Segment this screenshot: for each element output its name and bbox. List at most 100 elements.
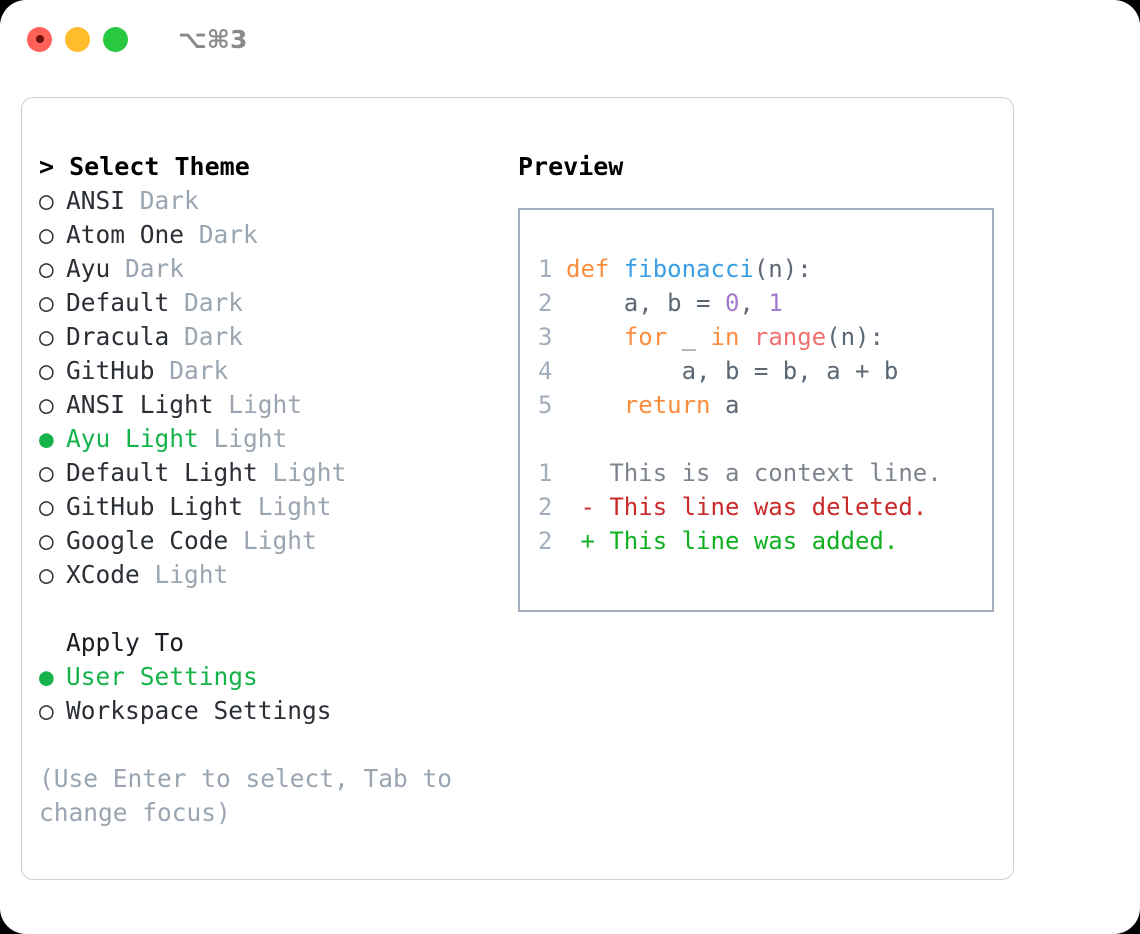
theme-kind: Dark xyxy=(169,356,229,385)
line-number: 5 xyxy=(538,391,553,419)
theme-name: XCode xyxy=(66,560,140,589)
list-spacer xyxy=(39,592,504,626)
theme-option[interactable]: ○Default Light Light xyxy=(39,456,504,490)
code-token: a xyxy=(710,391,740,419)
theme-name: Atom One xyxy=(66,220,185,249)
code-token: 1 xyxy=(768,289,783,317)
theme-kind: Light xyxy=(228,390,303,419)
code-token: fibonacci xyxy=(623,255,754,283)
code-line: 2 a, b = 0, 1 xyxy=(538,286,992,320)
apply-to-label: User Settings xyxy=(66,662,258,691)
theme-option[interactable]: ○Ayu Dark xyxy=(39,252,504,286)
theme-kind: Light xyxy=(213,424,288,453)
apply-to-list: ● User Settings ○Workspace Settings xyxy=(39,660,504,728)
radio-unselected-icon: ○ xyxy=(39,254,54,283)
code-token: return xyxy=(623,391,711,419)
theme-name: ANSI Light xyxy=(66,390,214,419)
code-line: 5 return a xyxy=(538,388,992,422)
minimize-button[interactable] xyxy=(65,26,90,52)
diff-sample: 1 This is a context line. 2 - This line w… xyxy=(538,456,992,558)
theme-selector-column: > Select Theme ○ANSI Dark○Atom One Dark○… xyxy=(39,150,504,830)
theme-kind: Light xyxy=(257,492,332,521)
code-token: a, b = xyxy=(566,289,725,317)
code-token: for xyxy=(623,323,668,351)
close-button[interactable] xyxy=(27,26,52,52)
theme-option[interactable]: ○ GitHub Dark xyxy=(39,354,504,388)
diff-text: This is a context line. xyxy=(566,459,942,487)
theme-name: Google Code xyxy=(66,526,229,555)
theme-option[interactable]: ○GitHub Light Light xyxy=(39,490,504,524)
theme-option[interactable]: ○Google Code Light xyxy=(39,524,504,558)
theme-option[interactable]: ○Dracula Dark xyxy=(39,320,504,354)
theme-name: Default Light xyxy=(66,458,258,487)
code-token: _ xyxy=(667,323,711,351)
code-line: 4 a, b = b, a + b xyxy=(538,354,992,388)
theme-name: Ayu Light xyxy=(66,424,199,453)
theme-name: ANSI xyxy=(66,186,126,215)
line-number: 4 xyxy=(538,357,553,385)
theme-option[interactable]: ○Default Dark xyxy=(39,286,504,320)
radio-unselected-icon: ○ xyxy=(39,390,54,419)
radio-unselected-icon: ○ xyxy=(39,560,54,589)
theme-list: ○ANSI Dark○Atom One Dark○Ayu Dark○Defaul… xyxy=(39,184,504,592)
radio-unselected-icon: ○ xyxy=(39,356,54,385)
theme-name: GitHub Light xyxy=(66,492,244,521)
apply-to-option[interactable]: ● User Settings xyxy=(39,660,504,694)
theme-option[interactable]: ○ XCode Light xyxy=(39,558,504,592)
diff-spacer xyxy=(538,422,992,456)
spacer xyxy=(199,424,214,453)
theme-name: GitHub xyxy=(66,356,155,385)
code-token xyxy=(566,391,624,419)
apply-to-heading: Apply To xyxy=(66,628,185,657)
keyboard-shortcut-label: ⌥⌘3 xyxy=(178,24,248,54)
code-token: (n): xyxy=(753,255,812,283)
code-token: def xyxy=(566,255,624,283)
spacer xyxy=(243,492,258,521)
radio-unselected-icon: ○ xyxy=(39,220,54,249)
spacer xyxy=(214,390,229,419)
theme-option[interactable]: ● Ayu Light Light xyxy=(39,422,504,456)
code-line: 1 def fibonacci(n): xyxy=(538,252,992,286)
diff-text: + This line was added. xyxy=(566,527,899,555)
radio-unselected-icon: ○ xyxy=(39,186,54,215)
theme-name: Dracula xyxy=(66,322,170,351)
spacer xyxy=(125,186,140,215)
theme-kind: Dark xyxy=(198,220,258,249)
diff-line: 2 + This line was added. xyxy=(538,524,992,558)
spacer xyxy=(258,458,273,487)
radio-unselected-icon: ○ xyxy=(39,458,54,487)
theme-option[interactable]: ○ Atom One Dark xyxy=(39,218,504,252)
apply-to-label: Workspace Settings xyxy=(66,696,332,725)
traffic-lights xyxy=(27,26,128,52)
zoom-button[interactable] xyxy=(103,26,128,52)
diff-line: 1 This is a context line. xyxy=(538,456,992,490)
theme-kind: Light xyxy=(243,526,317,555)
preview-heading: Preview xyxy=(518,152,624,181)
code-token: range xyxy=(753,323,827,351)
keyboard-hint-text: (Use Enter to select, Tab to change focu… xyxy=(39,764,453,827)
theme-kind: Light xyxy=(154,560,229,589)
line-number: 1 xyxy=(538,255,553,283)
spacer xyxy=(169,288,184,317)
radio-selected-icon: ● xyxy=(39,662,54,691)
theme-kind: Dark xyxy=(184,288,244,317)
line-number: 2 xyxy=(538,289,553,317)
radio-selected-icon: ● xyxy=(39,424,54,453)
code-token xyxy=(566,323,624,351)
spacer xyxy=(155,356,170,385)
theme-option[interactable]: ○ ANSI Light Light xyxy=(39,388,504,422)
theme-name: Default xyxy=(66,288,170,317)
apply-to-option[interactable]: ○Workspace Settings xyxy=(39,694,504,728)
select-theme-label: Select Theme xyxy=(69,152,250,181)
diff-text: - This line was deleted. xyxy=(566,493,928,521)
code-token: in xyxy=(710,323,740,351)
theme-option[interactable]: ○ANSI Dark xyxy=(39,184,504,218)
select-theme-heading: > Select Theme xyxy=(39,150,504,184)
line-number: 2 xyxy=(538,493,553,521)
title-bar: ⌥⌘3 xyxy=(0,0,1140,78)
spacer xyxy=(169,322,184,351)
